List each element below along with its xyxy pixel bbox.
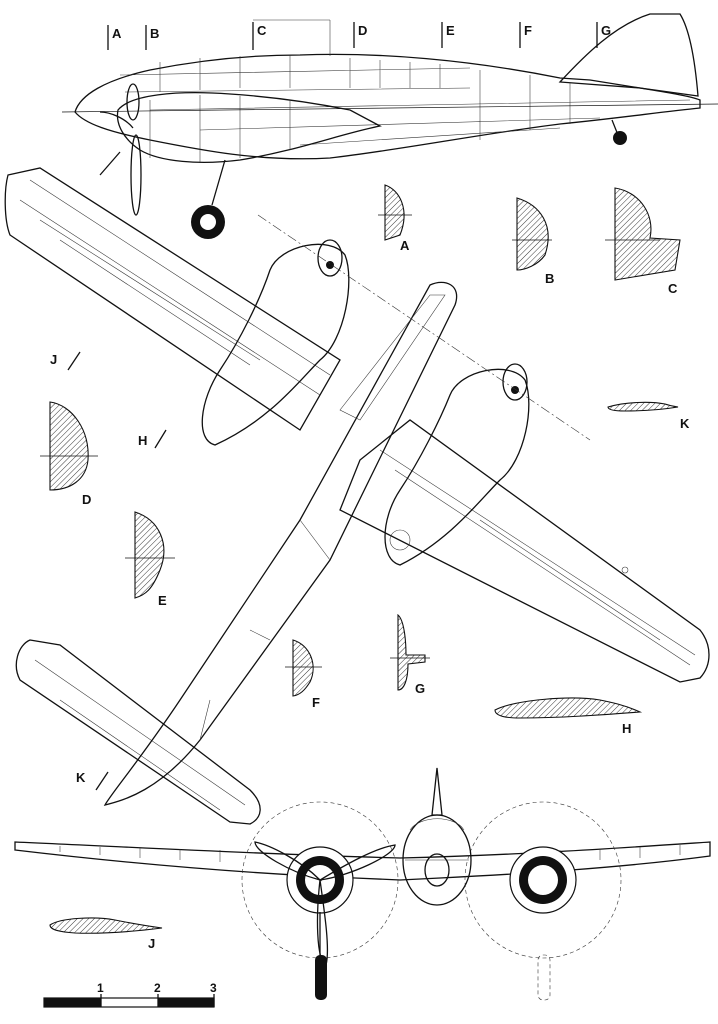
station-marker-b: B [150,26,159,41]
section-j: J [49,917,163,951]
front-view [14,767,711,1001]
scale-tick-3: 3 [210,981,217,995]
section-a: A [378,184,412,253]
svg-text:H: H [622,721,631,736]
section-f: F [285,639,322,710]
cut-line-k: K [76,770,109,791]
svg-text:E: E [158,593,167,608]
station-marker-e: E [446,23,455,38]
scale-tick-2: 2 [154,981,161,995]
section-e: E [125,511,175,608]
scale-tick-1: 1 [97,981,104,995]
svg-text:J: J [50,352,57,367]
section-d: D [40,401,98,507]
svg-text:C: C [668,281,678,296]
svg-text:G: G [415,681,425,696]
side-view: A B C D E F G [61,13,718,239]
svg-text:J: J [148,936,155,951]
station-marker-d: D [358,23,367,38]
section-k: K [607,401,690,431]
section-c: C [605,187,681,296]
svg-text:F: F [312,695,320,710]
section-b: B [512,197,554,286]
svg-text:K: K [680,416,690,431]
station-markers: A B C D E F G [107,22,611,50]
svg-text:B: B [545,271,554,286]
svg-text:D: D [82,492,91,507]
station-marker-c: C [257,23,267,38]
plan-view [4,151,710,825]
cut-line-h: H [138,429,167,449]
station-marker-a: A [112,26,122,41]
scale-bar: 1 2 3 [43,981,217,1008]
section-g: G [390,613,430,696]
station-marker-g: G [601,23,611,38]
svg-text:H: H [138,433,147,448]
svg-text:K: K [76,770,86,785]
cut-line-j: J [50,351,81,371]
section-h: H [494,697,643,736]
station-marker-f: F [524,23,532,38]
svg-text:A: A [400,238,410,253]
